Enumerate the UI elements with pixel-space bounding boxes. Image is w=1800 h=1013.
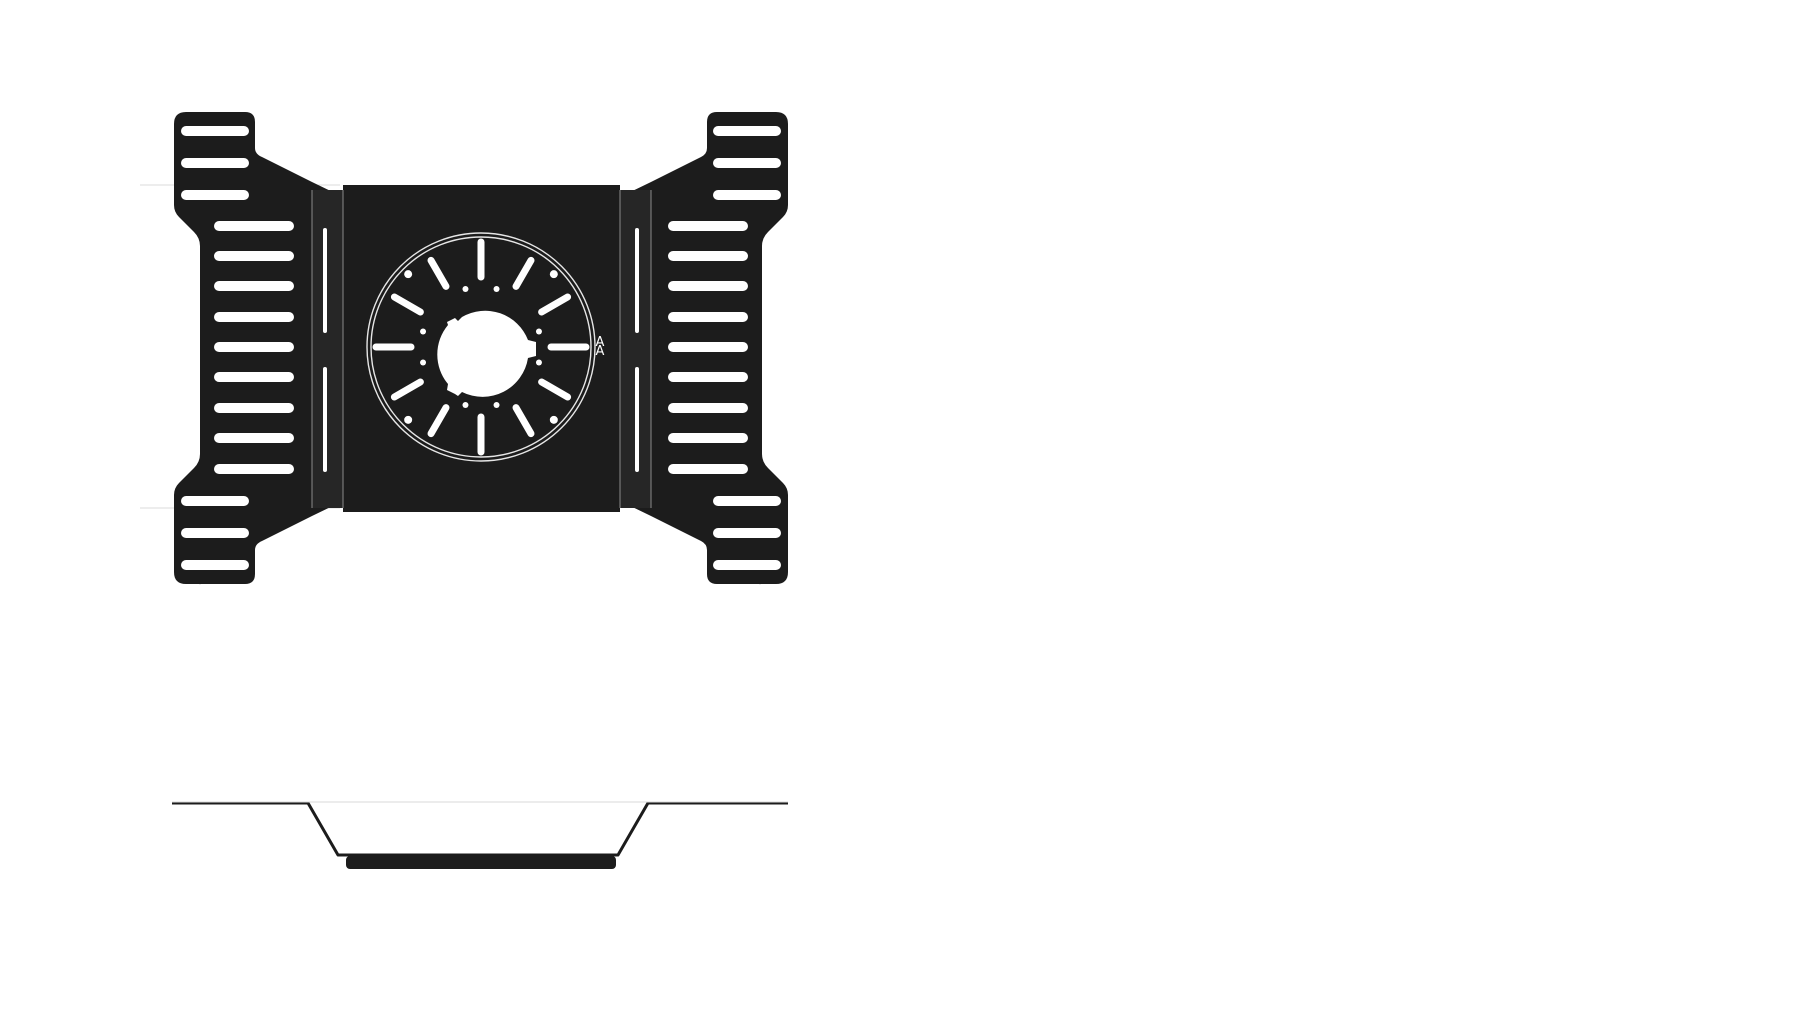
left-arm-slots <box>214 221 294 474</box>
mounting-slot <box>181 190 249 200</box>
left-flange <box>312 190 343 508</box>
flange-slot <box>323 367 327 472</box>
mounting-slot <box>713 190 781 200</box>
mounting-slot <box>181 528 249 538</box>
mounting-slot <box>214 251 294 261</box>
mounting-slot <box>668 372 748 382</box>
mounting-slot <box>214 221 294 231</box>
center-bore <box>437 310 536 397</box>
inner-ring <box>370 236 592 458</box>
radial-slot <box>390 378 424 401</box>
left-upper-slots <box>181 126 249 200</box>
mounting-slot <box>713 158 781 168</box>
side-profile <box>172 801 788 869</box>
orientation-mark-lower: A <box>596 344 605 359</box>
radial-hole <box>404 415 413 424</box>
mounting-slot <box>181 496 249 506</box>
mounting-slot <box>214 464 294 474</box>
radial-hole <box>420 359 427 366</box>
mounting-slot <box>713 126 781 136</box>
radial-hole <box>535 328 542 335</box>
radial-hole <box>549 415 558 424</box>
radial-hole <box>549 270 558 279</box>
mounting-slot <box>668 433 748 443</box>
mounting-slot <box>214 312 294 322</box>
left-lower-slots <box>181 496 249 570</box>
mounting-slot <box>181 560 249 570</box>
mounting-slot <box>181 158 249 168</box>
radial-slot <box>538 378 572 401</box>
radial-slot <box>512 404 535 438</box>
radial-slots <box>372 238 590 456</box>
right-lower-slots <box>713 496 781 570</box>
radial-slot <box>390 293 424 316</box>
radial-slot <box>427 404 450 438</box>
mounting-slot <box>713 528 781 538</box>
mounting-slot <box>713 560 781 570</box>
right-upper-slots <box>713 126 781 200</box>
flange-slot <box>635 367 639 472</box>
mounting-slot <box>668 403 748 413</box>
mounting-slot <box>713 496 781 506</box>
radial-hole <box>462 286 469 293</box>
outer-ring <box>366 232 596 462</box>
mounting-slot <box>668 342 748 352</box>
radial-hole <box>420 328 427 335</box>
mounting-slot <box>668 312 748 322</box>
mounting-slot <box>668 221 748 231</box>
top-view: A A <box>140 112 788 585</box>
profile-outline <box>172 801 788 857</box>
mounting-slot <box>214 342 294 352</box>
right-arm-slots <box>668 221 748 474</box>
center-hub <box>366 232 596 462</box>
radial-slot <box>538 293 572 316</box>
radial-hole <box>493 401 500 408</box>
mounting-slot <box>214 403 294 413</box>
radial-hole <box>535 359 542 366</box>
orientation-mark: A <box>596 335 605 350</box>
radial-holes <box>404 270 558 424</box>
radial-hole <box>404 270 413 279</box>
mounting-slot <box>668 251 748 261</box>
mounting-slot <box>181 126 249 136</box>
flange-slot <box>635 228 639 333</box>
mounting-slot <box>214 281 294 291</box>
radial-hole <box>493 286 500 293</box>
mounting-slot <box>214 372 294 382</box>
mounting-slot <box>668 281 748 291</box>
radial-slot <box>512 256 535 290</box>
flange-slot <box>323 228 327 333</box>
mounting-slot <box>668 464 748 474</box>
radial-slot <box>427 256 450 290</box>
profile-base-plate <box>346 856 616 869</box>
radial-hole <box>462 401 469 408</box>
mounting-slot <box>214 433 294 443</box>
